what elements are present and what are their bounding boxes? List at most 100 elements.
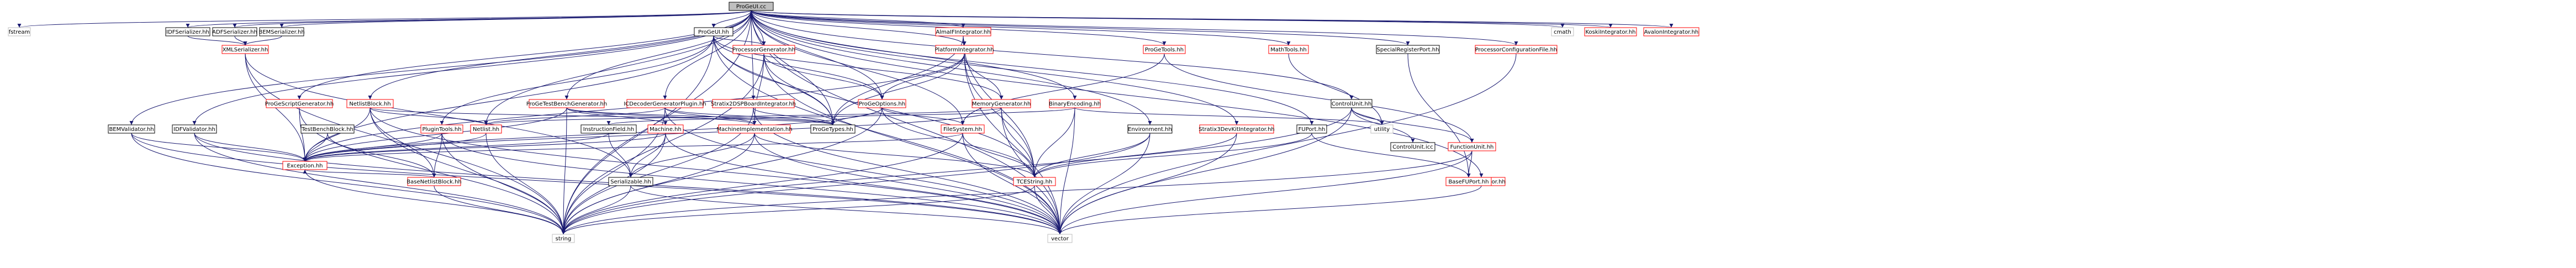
edge-n11-n49	[763, 53, 1062, 235]
node-label: Exception.hh	[287, 163, 323, 169]
node-label: XMLSerializer.hh	[223, 47, 268, 53]
node-label: MathTools.hh	[1270, 47, 1307, 53]
edge-n30-n43	[303, 133, 487, 162]
node-platformintegrator-hh[interactable]: PlatformIntegrator.hh	[935, 45, 994, 54]
edge-n0-n6	[297, 10, 752, 100]
node-progeui-hh[interactable]: ProGeUI.hh	[694, 27, 733, 36]
node-avalonintegrator-hh[interactable]: AvalonIntegrator.hh	[1643, 27, 1699, 36]
node-basenetlistblock-hh[interactable]: BaseNetlistBlock.hh	[407, 177, 462, 186]
node-box	[282, 161, 328, 170]
node-vector: vector	[1047, 234, 1073, 243]
node-box	[346, 99, 394, 108]
edge-n17-n35	[881, 107, 965, 125]
node-basefuport-hh[interactable]: BaseFUPort.hh	[1445, 177, 1492, 186]
node-label: TCEString.hh	[1016, 179, 1053, 185]
node-box	[1475, 45, 1558, 54]
node-label: PluginTools.hh	[422, 127, 461, 133]
node-box	[1047, 234, 1073, 243]
edge-n0-n21	[751, 10, 1291, 46]
node-binaryencoding-hh[interactable]: BinaryEncoding.hh	[1049, 99, 1101, 108]
node-box	[712, 99, 795, 108]
node-box	[212, 27, 257, 36]
node-machine-hh[interactable]: Machine.hh	[647, 124, 684, 134]
node-functionunit-hh[interactable]: FunctionUnit.hh	[1448, 142, 1496, 151]
node-bemvalidator-hh[interactable]: BEMValidator.hh	[108, 124, 155, 134]
node-koskiintegrator-hh[interactable]: KoskiIntegrator.hh	[1584, 27, 1637, 36]
node-idfvalidator-hh[interactable]: IDFValidator.hh	[172, 124, 217, 134]
node-box	[1376, 45, 1440, 54]
node-progeui-cc[interactable]: ProGeUI.cc	[729, 2, 774, 11]
node-netlistblock-hh[interactable]: NetlistBlock.hh	[346, 99, 394, 108]
node-progetestbenchgenerator-hh[interactable]: ProGeTestBenchGenerator.hh	[526, 99, 607, 108]
node-filesystem-hh[interactable]: FileSystem.hh	[941, 124, 985, 134]
node-almaifintegrator-hh[interactable]: AlmaIFIntegrator.hh	[935, 27, 991, 36]
node-specialregisterport-hh[interactable]: SpecialRegisterPort.hh	[1376, 45, 1440, 54]
node-icdecodergeneratorplugin-hh[interactable]: ICDecoderGeneratorPlugin.hh	[624, 99, 706, 108]
node-controlunit-icc[interactable]: ControlUnit.icc	[1390, 142, 1435, 151]
edge-n0-n34	[751, 10, 835, 125]
edge-n0-n3	[233, 10, 752, 28]
node-environment-hh[interactable]: Environment.hh	[1127, 124, 1173, 134]
edge-n0-n13	[663, 10, 752, 100]
node-progescriptgenerator-hh[interactable]: ProGeScriptGenerator.hh	[265, 99, 334, 108]
node-progetypes-hh[interactable]: ProGeTypes.hh	[810, 124, 856, 134]
edge-n7-n49	[131, 133, 1062, 235]
node-adfserializer-hh[interactable]: ADFSerializer.hh	[212, 27, 257, 36]
node-label: MachineImplementation.hh	[716, 127, 792, 133]
node-xmlserializer-hh[interactable]: XMLSerializer.hh	[221, 45, 269, 54]
node-bemserializer-hh[interactable]: BEMSerializer.hh	[258, 27, 305, 36]
node-exception-hh[interactable]: Exception.hh	[282, 161, 328, 170]
edge-n33-n46	[754, 133, 1037, 178]
edge-n19-n49	[1058, 107, 1075, 235]
edge-n10-n18	[713, 35, 1004, 100]
edge-n12-n33	[566, 107, 757, 125]
node-box	[626, 99, 704, 108]
node-serializable-hh[interactable]: Serializable.hh	[608, 177, 653, 186]
edge-n19-n46	[1032, 107, 1075, 178]
node-tcestring-hh[interactable]: TCEString.hh	[1013, 177, 1056, 186]
edge-n10-n49	[713, 35, 1062, 235]
node-label: InstructionField.hh	[583, 127, 634, 133]
node-mathtools-hh[interactable]: MathTools.hh	[1268, 45, 1309, 54]
edge-n16-n46	[964, 53, 1037, 178]
node-box	[972, 99, 1031, 108]
node-fuport-hh[interactable]: FUPort.hh	[1296, 124, 1327, 134]
node-label: SpecialRegisterPort.hh	[1377, 47, 1439, 53]
edge-n29-n43	[303, 133, 442, 162]
edge-n41-n47	[1466, 150, 1472, 178]
node-idfserializer-hh[interactable]: IDFSerializer.hh	[165, 27, 210, 36]
node-progeoptions-hh[interactable]: ProGeOptions.hh	[858, 99, 906, 108]
node-processorgenerator-hh[interactable]: ProcessorGenerator.hh	[732, 45, 795, 54]
node-box	[1448, 142, 1496, 151]
node-label: BinaryEncoding.hh	[1049, 101, 1101, 107]
edge-n9-n48	[369, 107, 566, 235]
node-utility: utility	[1370, 124, 1393, 134]
edge-n21-n39	[1288, 53, 1384, 125]
edge-n7-n43	[131, 133, 307, 162]
node-testbenchblock-hh[interactable]: TestBenchBlock.hh	[300, 124, 355, 134]
node-label: ProGeOptions.hh	[859, 101, 905, 107]
node-label: ControlUnit.icc	[1392, 144, 1433, 150]
edge-n0-n38	[751, 10, 1314, 125]
edge-n13-n30	[484, 107, 666, 125]
node-stratix3devkitintegrator-hh[interactable]: Stratix3DevKitIntegrator.hh	[1199, 124, 1275, 134]
node-controlunit-hh[interactable]: ControlUnit.hh	[1331, 99, 1373, 108]
edge-n35-n43	[303, 133, 963, 162]
node-cmath: cmath	[1551, 27, 1574, 36]
node-stratix2dspboardintegrator-hh[interactable]: Stratix2DSPBoardIntegrator.hh	[711, 99, 796, 108]
node-memorygenerator-hh[interactable]: MemoryGenerator.hh	[972, 99, 1031, 108]
node-instructionfield-hh[interactable]: InstructionField.hh	[580, 124, 637, 134]
edge-n0-n27	[751, 10, 1673, 28]
node-netlist-hh[interactable]: Netlist.hh	[470, 124, 502, 134]
edge-n18-n49	[1001, 107, 1062, 235]
edge-n0-n9	[368, 10, 752, 100]
node-progetools-hh[interactable]: ProGeTools.hh	[1143, 45, 1186, 54]
edge-n9-n44	[369, 107, 436, 178]
edge-n22-n41	[1351, 107, 1474, 143]
edge-n16-n17	[880, 53, 965, 100]
edge-n11-n17	[763, 53, 884, 100]
node-machineimplementation-hh[interactable]: MachineImplementation.hh	[716, 124, 793, 134]
node-processorconfigurationfile-hh[interactable]: ProcessorConfigurationFile.hh	[1475, 45, 1558, 54]
node-box	[172, 124, 217, 134]
node-plugintools-hh[interactable]: PluginTools.hh	[420, 124, 463, 134]
